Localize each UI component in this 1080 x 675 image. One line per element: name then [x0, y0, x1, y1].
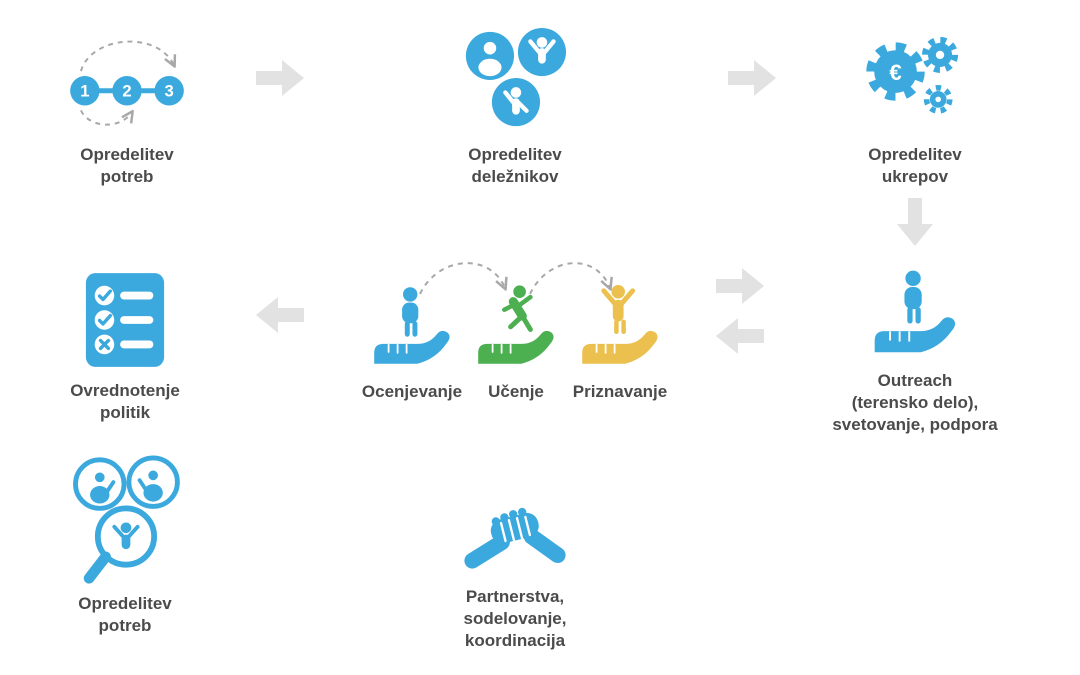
node-define-measures: € Opredelitev ukrepov: [820, 18, 1010, 188]
gears-euro-icon: €: [864, 18, 966, 140]
flow-arrow-right-mid: [716, 268, 764, 304]
flow-arrow-down: [897, 198, 933, 246]
node-label: Outreach (terensko delo), svetovanje, po…: [832, 371, 998, 435]
euro-symbol: €: [889, 60, 901, 85]
dashed-arc-arrows: [419, 262, 672, 295]
check-icon: [97, 289, 113, 302]
node-define-stakeholders: Opredelitev deležnikov: [420, 18, 610, 188]
node-define-needs-bottom: Opredelitev potreb: [30, 452, 220, 637]
check-icon: [97, 313, 113, 326]
node-define-needs-top: 1 2 3 Opredelitev potreb: [32, 18, 222, 188]
x-icon: [98, 338, 111, 351]
people-group-icon: [457, 18, 573, 140]
checklist-icon: [81, 268, 169, 372]
node-outreach: Outreach (terensko delo), svetovanje, po…: [815, 260, 1015, 436]
magnifier-handle: [83, 551, 111, 584]
hand-person-standing-icon: [360, 274, 464, 370]
node-policy-evaluation: Ovrednotenje politik: [30, 268, 220, 424]
node-label: Opredelitev ukrepov: [868, 145, 962, 187]
trio-label-assessment: Ocenjevanje: [361, 382, 463, 401]
node-label: Opredelitev deležnikov: [468, 145, 562, 187]
hand-person-icon: [867, 260, 963, 362]
steps-123-icon: 1 2 3: [63, 18, 191, 140]
hand-person-cheering-icon: [568, 274, 672, 370]
step-number-2: 2: [122, 82, 131, 101]
step-number-3: 3: [165, 82, 174, 101]
node-label: Opredelitev potreb: [78, 594, 172, 636]
flow-arrow-right-1: [256, 60, 304, 96]
node-label: Ovrednotenje politik: [70, 381, 180, 423]
step-number-1: 1: [80, 82, 89, 101]
node-label: Partnerstva, sodelovanje, koordinacija: [463, 587, 567, 651]
trio-label-recognition: Priznavanje: [572, 382, 668, 401]
magnifier-people-icon: [57, 452, 193, 588]
node-partnerships: Partnerstva, sodelovanje, koordinacija: [420, 484, 610, 652]
flow-arrow-left-return: [716, 318, 764, 354]
hand-person-running-icon: [464, 274, 568, 370]
trio-label-learning: Učenje: [488, 382, 544, 401]
flow-arrow-right-2: [728, 60, 776, 96]
flow-arrow-left-mid: [256, 297, 304, 333]
node-assessment-learning-recognition: Ocenjevanje Učenje Priznavanje: [360, 248, 672, 402]
handshake-icon: [463, 484, 567, 578]
node-label: Opredelitev potreb: [80, 145, 174, 187]
